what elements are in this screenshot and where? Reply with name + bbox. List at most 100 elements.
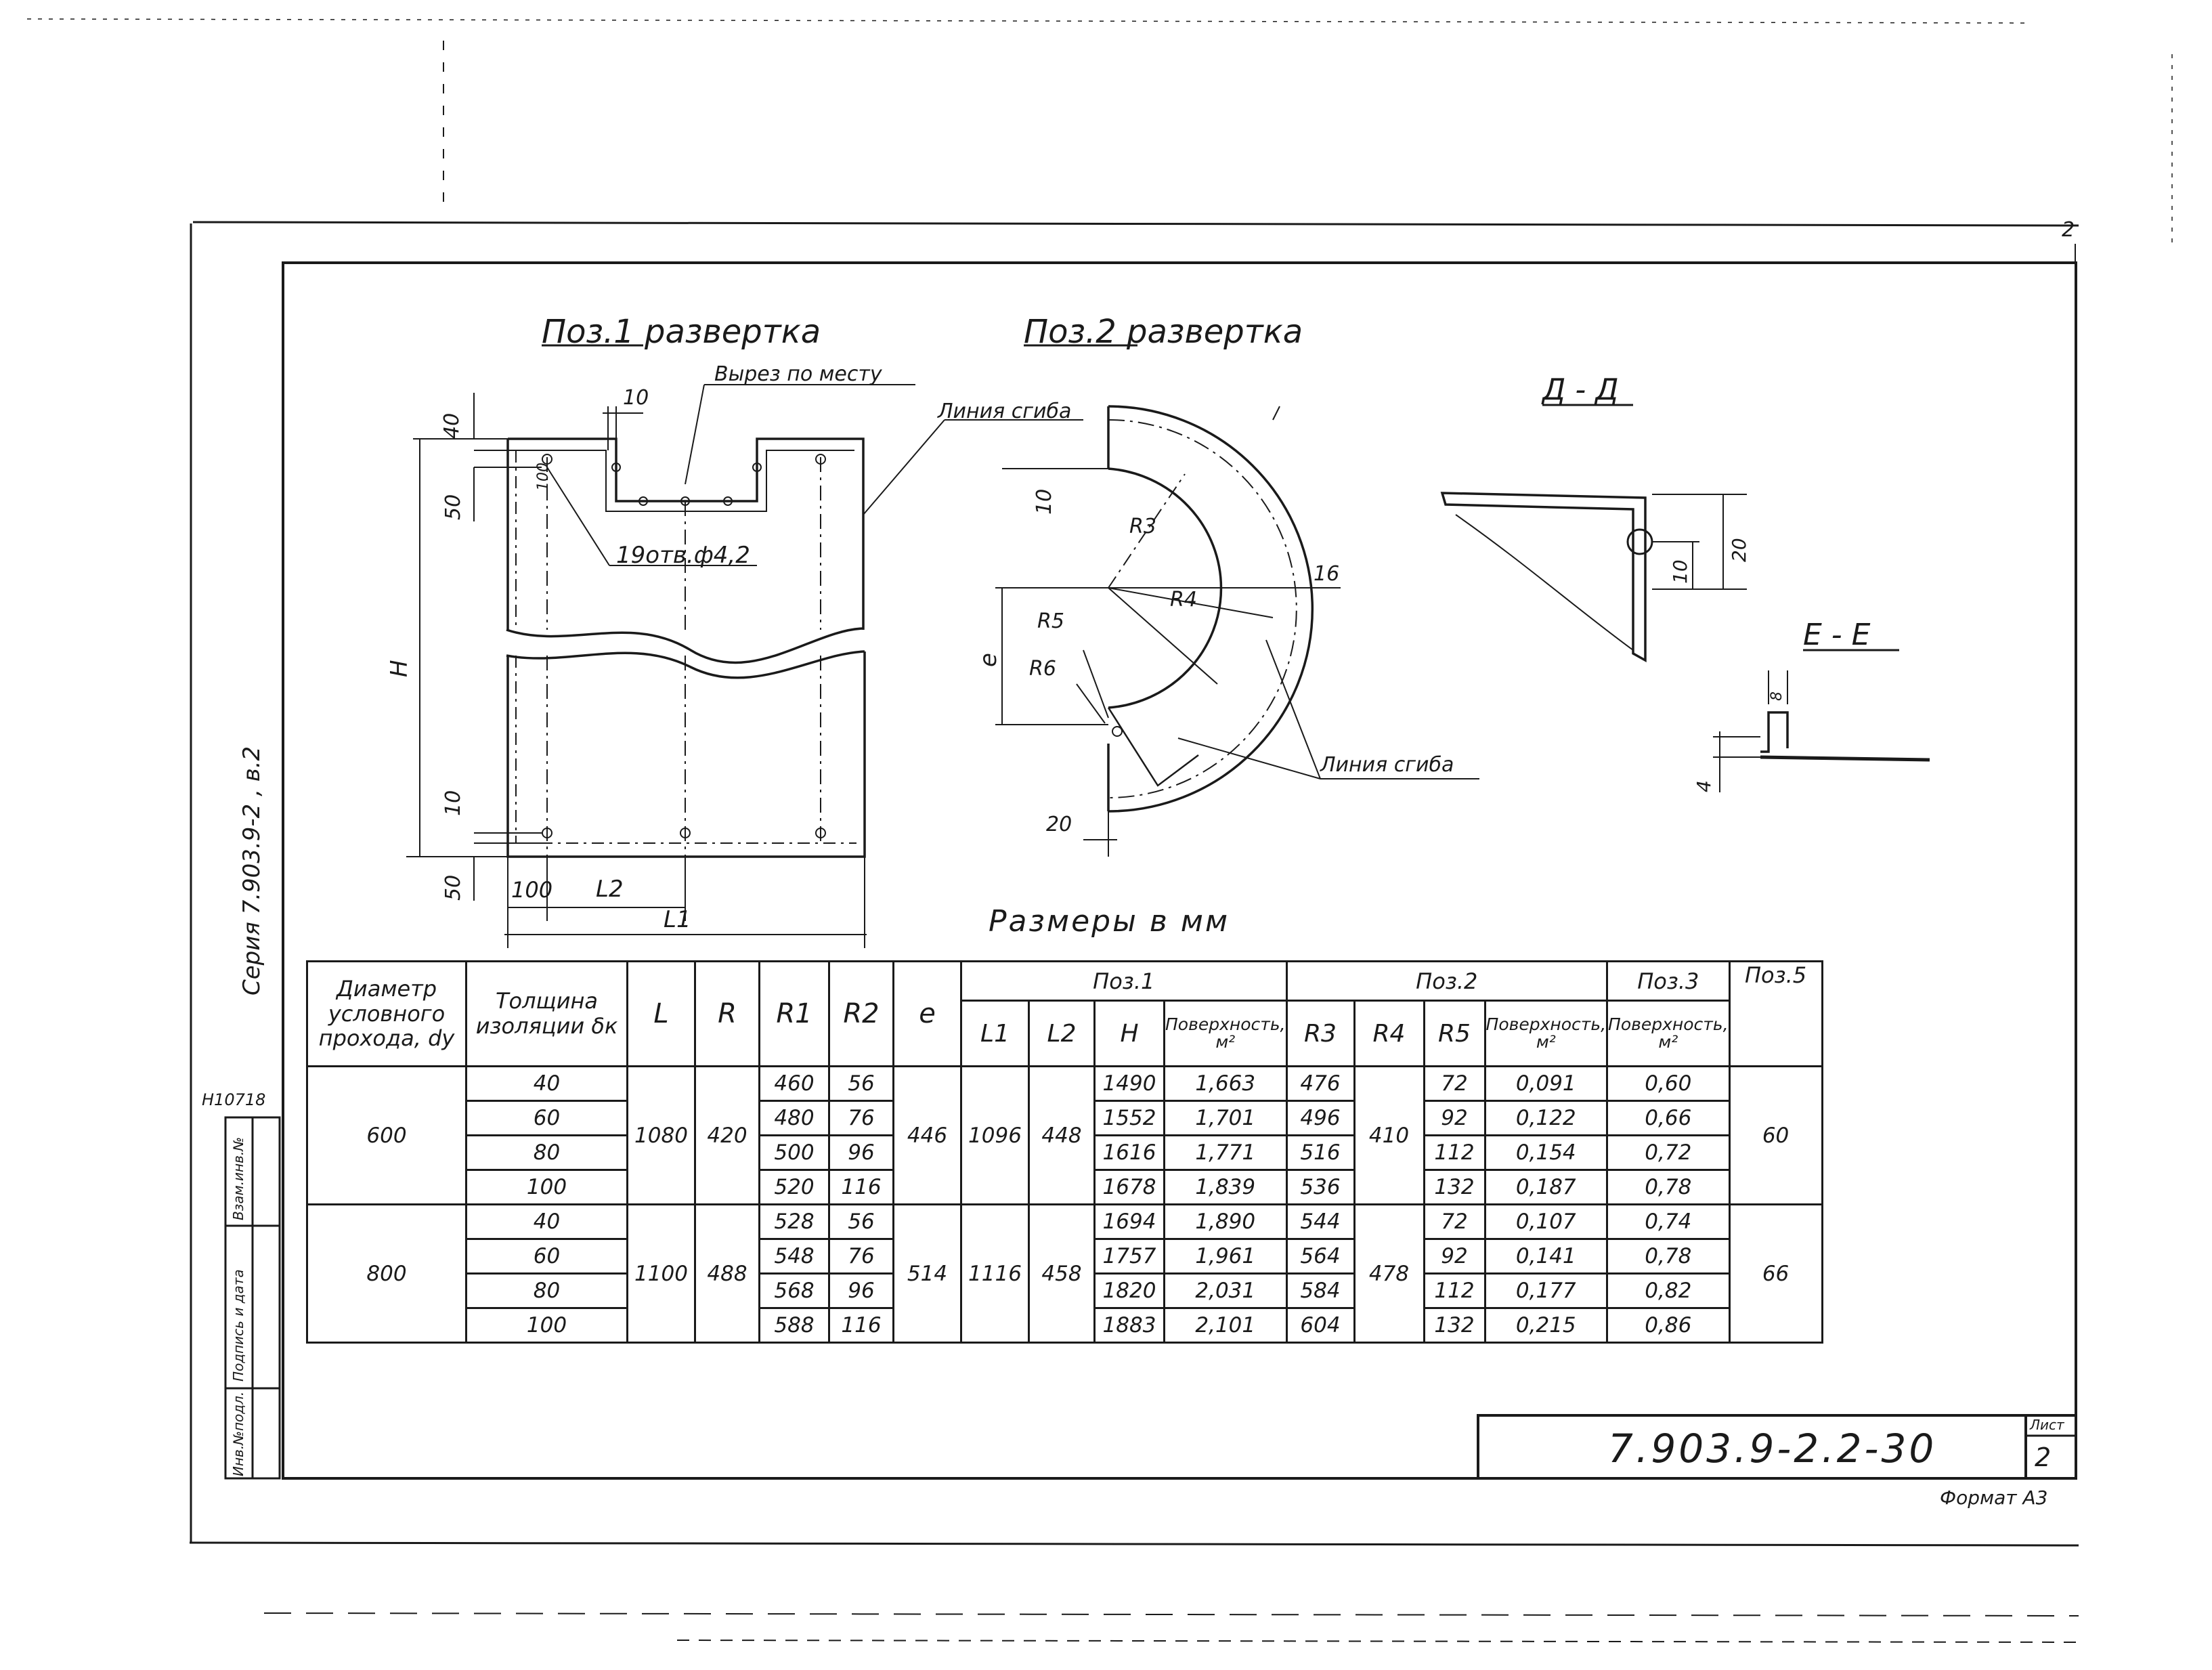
pos2-R5: R5 — [1037, 609, 1064, 633]
sheet-label: Лист — [2030, 1417, 2064, 1433]
cell-R1: 480 — [758, 1100, 830, 1136]
dim-40: 40 — [440, 412, 464, 439]
cell-R2: 76 — [828, 1100, 894, 1136]
cell-R2: 56 — [828, 1065, 894, 1102]
cell-surface-pos2: 0,091 — [1483, 1065, 1609, 1102]
cell-surface-pos1: 1,771 — [1163, 1134, 1288, 1171]
dd-dim-20: 20 — [1728, 538, 1750, 562]
cell-H: 1616 — [1093, 1134, 1165, 1171]
hdr-R3: R3 — [1285, 1000, 1356, 1067]
cell-R5: 72 — [1423, 1065, 1486, 1102]
cell-R3: 536 — [1285, 1169, 1356, 1205]
sheet-number: 2 — [2035, 1442, 2052, 1472]
cell-surface-pos3: 0,74 — [1606, 1203, 1731, 1240]
cell-surface-pos3: 0,78 — [1606, 1169, 1731, 1205]
bend-line-label-pos1: Линия сгиба — [938, 400, 1072, 423]
cell-R5: 112 — [1423, 1272, 1486, 1309]
ee-dim-4: 4 — [1693, 780, 1715, 792]
hdr-L1: L1 — [960, 1000, 1030, 1067]
ee-dim-8: 8 — [1769, 691, 1785, 701]
dim-H: Н — [386, 660, 413, 677]
document-number: 7.903.9-2.2-30 — [1608, 1426, 1937, 1472]
section-ee — [1713, 649, 1930, 792]
cell-R3: 544 — [1285, 1203, 1356, 1240]
cell-R3: 476 — [1285, 1065, 1356, 1102]
bend-line-label-pos2: Линия сгиба — [1320, 753, 1454, 777]
cell-surface-pos1: 1,961 — [1163, 1238, 1288, 1275]
cell-thickness: 100 — [465, 1307, 628, 1344]
section-dd-title: Д - Д — [1542, 372, 1619, 407]
spec-table: Диаметр условного прохода, dу Толщина из… — [306, 960, 1823, 1344]
cell-surface-pos3: 0,72 — [1606, 1134, 1731, 1171]
dim-100-bottom: 100 — [511, 877, 553, 903]
cell-R4: 410 — [1353, 1065, 1425, 1205]
cell-thickness: 40 — [465, 1065, 628, 1102]
cell-thickness: 60 — [465, 1100, 628, 1136]
cell-surface-pos2: 0,177 — [1483, 1272, 1609, 1309]
cell-L: 1080 — [626, 1065, 696, 1205]
hdr-R4: R4 — [1353, 1000, 1425, 1067]
cell-thickness: 40 — [465, 1203, 628, 1240]
cell-R1: 500 — [758, 1134, 830, 1171]
dim-100-side: 100 — [535, 463, 552, 491]
cell-surface-pos3: 0,86 — [1606, 1307, 1731, 1344]
hdr-dn: Диаметр условного прохода, dу — [306, 960, 467, 1067]
cell-surface-pos1: 1,890 — [1163, 1203, 1288, 1240]
cell-H: 1490 — [1093, 1065, 1165, 1102]
cell-thickness: 80 — [465, 1134, 628, 1171]
cell-H: 1552 — [1093, 1100, 1165, 1136]
cell-R2: 96 — [828, 1134, 894, 1171]
cell-e: 446 — [892, 1065, 962, 1205]
pos2-dim-e: е — [975, 653, 1002, 667]
cell-R1: 568 — [758, 1272, 830, 1309]
dd-dim-10: 10 — [1669, 559, 1691, 584]
hdr-R: R — [694, 960, 760, 1067]
hdr-R2: R2 — [828, 960, 894, 1067]
cell-R4: 478 — [1353, 1203, 1425, 1344]
cell-dn: 600 — [306, 1065, 467, 1205]
units-note: Размеры в мм — [989, 904, 1230, 939]
section-dd — [1440, 404, 1747, 662]
cell-surface-pos2: 0,141 — [1483, 1238, 1609, 1275]
dim-50-top: 50 — [441, 494, 465, 520]
cell-R5: 112 — [1423, 1134, 1486, 1171]
outer-frame-top — [192, 221, 2079, 227]
hdr-pos5: Поз.5 — [1728, 960, 1823, 1067]
cell-R5: 92 — [1423, 1238, 1486, 1275]
cell-surface-pos2: 0,154 — [1483, 1134, 1609, 1171]
cell-R3: 516 — [1285, 1134, 1356, 1171]
pos1-title: Поз.1 развертка — [542, 313, 821, 351]
cell-R5: 132 — [1423, 1307, 1486, 1344]
format-label: Формат А3 — [1940, 1486, 2048, 1509]
cell-H: 1883 — [1093, 1307, 1165, 1344]
cell-surface-pos3: 0,82 — [1606, 1272, 1731, 1309]
cell-pos5: 66 — [1728, 1203, 1823, 1344]
cell-R3: 564 — [1285, 1238, 1356, 1275]
cell-R3: 584 — [1285, 1272, 1356, 1309]
cell-R: 420 — [694, 1065, 760, 1205]
inner-frame — [282, 261, 2077, 1480]
series-label: Серия 7.903.9-2 , в.2 — [238, 746, 265, 995]
cell-R2: 56 — [828, 1203, 894, 1240]
cell-pos5: 60 — [1728, 1065, 1823, 1205]
cell-thickness: 80 — [465, 1272, 628, 1309]
hdr-surface-pos1: Поверхность, м² — [1163, 1000, 1288, 1067]
pos2-R4: R4 — [1170, 588, 1197, 612]
cell-surface-pos3: 0,60 — [1606, 1065, 1731, 1102]
cell-H: 1757 — [1093, 1238, 1165, 1275]
hdr-surface-pos3: Поверхность, м² — [1606, 1000, 1731, 1067]
stamp-signature-date: Подпись и дата — [230, 1269, 246, 1382]
hdr-surface-pos2: Поверхность, м² — [1483, 1000, 1609, 1067]
outer-frame-bottom — [189, 1541, 2079, 1547]
cell-H: 1820 — [1093, 1272, 1165, 1309]
cell-R5: 72 — [1423, 1203, 1486, 1240]
cell-surface-pos2: 0,215 — [1483, 1307, 1609, 1344]
pos1-development — [406, 344, 1083, 948]
cell-R3: 604 — [1285, 1307, 1356, 1344]
